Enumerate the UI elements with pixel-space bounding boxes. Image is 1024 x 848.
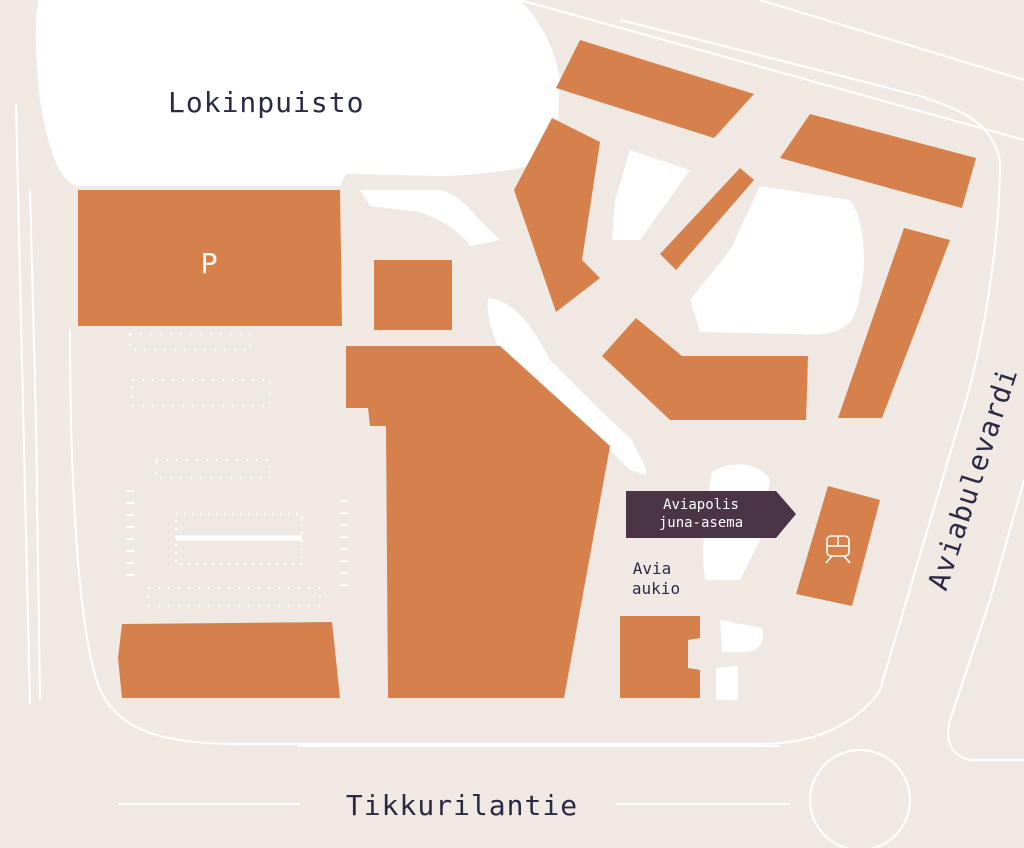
road-edge-top-2: [759, 0, 1024, 81]
parking-row-5: [147, 587, 321, 607]
parking-lot-markings: [126, 333, 348, 607]
building-large-mall: [346, 346, 610, 698]
building-center-east: [602, 318, 808, 420]
courtyard-white-2: [690, 186, 864, 335]
building-west-south: [118, 622, 340, 698]
plaza-white-1: [360, 190, 500, 246]
building-north-2: [514, 118, 600, 312]
road-edge-inner-loop: [69, 19, 1002, 745]
station-sign: Aviapolis juna-asema: [626, 491, 796, 538]
building-parking-garage: [78, 190, 342, 326]
building-north-4: [780, 114, 976, 208]
walkway-white-2: [720, 620, 764, 652]
walkway-white-3: [716, 666, 738, 700]
parking-label: P: [201, 247, 218, 280]
square-label-line1: Avia: [633, 559, 672, 578]
parking-row-1: [129, 333, 251, 351]
park-lokinpuisto: [35, 0, 561, 186]
building-south-small: [620, 616, 700, 698]
station-label-line2: juna-asema: [659, 515, 743, 531]
train-icon: [825, 535, 851, 564]
courtyard-white-1: [612, 150, 690, 240]
station-label-line1: Aviapolis: [663, 497, 739, 513]
square-label-line2: aukio: [632, 579, 680, 598]
roundabout: [809, 749, 911, 848]
building-north-3: [660, 168, 754, 270]
street-label-south: Tikkurilantie: [346, 789, 578, 822]
road-edge-top: [519, 0, 1024, 141]
road-edge-west: [15, 103, 31, 705]
building-east-long: [838, 228, 950, 418]
plaza-white-2: [487, 298, 647, 475]
arrow-right-sign: [626, 491, 796, 538]
road-edge-west-2: [29, 189, 41, 701]
buildings: [78, 40, 976, 698]
park-label: Lokinpuisto: [168, 86, 364, 119]
road-edge-east: [947, 479, 1024, 761]
parking-row-2: [131, 379, 271, 407]
building-north-1: [556, 40, 754, 138]
building-small-square: [374, 260, 452, 330]
